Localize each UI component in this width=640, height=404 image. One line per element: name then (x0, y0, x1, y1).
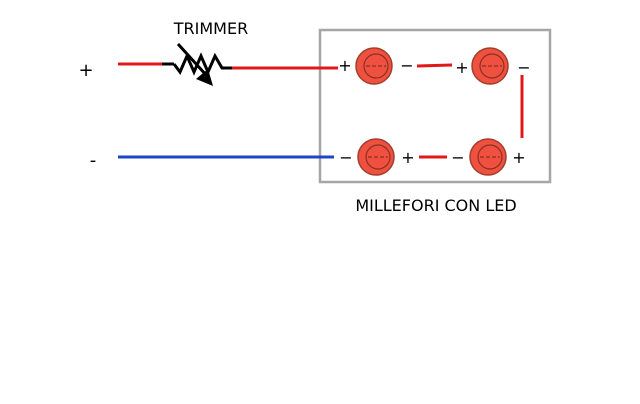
trimmer-wiper-arrow (176, 42, 213, 86)
led-top-left-minus: − (400, 56, 413, 75)
board-caption: MILLEFORI CON LED (355, 196, 516, 215)
led-top-left-plus: + (338, 56, 351, 75)
supply-plus-label: + (78, 60, 93, 81)
led-top-right-plus: + (455, 58, 468, 77)
led-bottom-right-minus: − (451, 148, 464, 167)
led-bottom-right-plus: + (512, 148, 525, 167)
perfboard-outline (318, 28, 552, 184)
led-bottom-left-plus: + (401, 148, 414, 167)
trimmer-label: TRIMMER (173, 19, 248, 38)
led-top-right: + − (455, 47, 531, 85)
led-bottom-left-minus: − (339, 148, 352, 167)
jumper-top (416, 63, 453, 68)
supply-minus-label: - (90, 150, 97, 171)
led-bottom-right: − + (451, 138, 526, 176)
led-bottom-left: − + (339, 138, 415, 176)
trimmer-resistor (172, 52, 232, 76)
led-top-right-minus: − (517, 58, 530, 77)
led-top-left: + − (338, 47, 414, 85)
